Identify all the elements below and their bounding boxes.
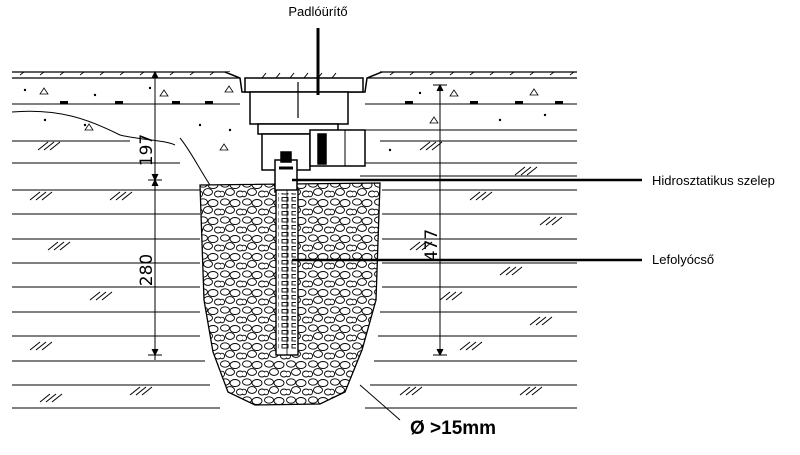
- dimension-lines: [148, 70, 447, 360]
- floor-tiles: [12, 71, 577, 79]
- drain-pipe: [275, 189, 299, 356]
- soil-layers-left: [12, 140, 220, 409]
- floor-drain-body: [224, 71, 383, 171]
- label-floor-drain: Padlóürítő: [288, 4, 347, 19]
- label-gravel-size: Ø >15mm: [410, 418, 496, 439]
- screed-triangles: [39, 85, 539, 151]
- label-hydrostatic-valve: Hidrosztatikus szelep: [652, 173, 775, 188]
- hydrostatic-valve: [274, 151, 298, 193]
- dimension-477: 477: [422, 229, 442, 261]
- leader-lines: [292, 28, 642, 421]
- dimension-197: 197: [137, 134, 157, 166]
- label-drain-pipe: Lefolyócső: [652, 252, 714, 267]
- dimension-280: 280: [137, 254, 157, 286]
- screed-specks: [23, 86, 563, 152]
- soil-hatching: [29, 141, 563, 403]
